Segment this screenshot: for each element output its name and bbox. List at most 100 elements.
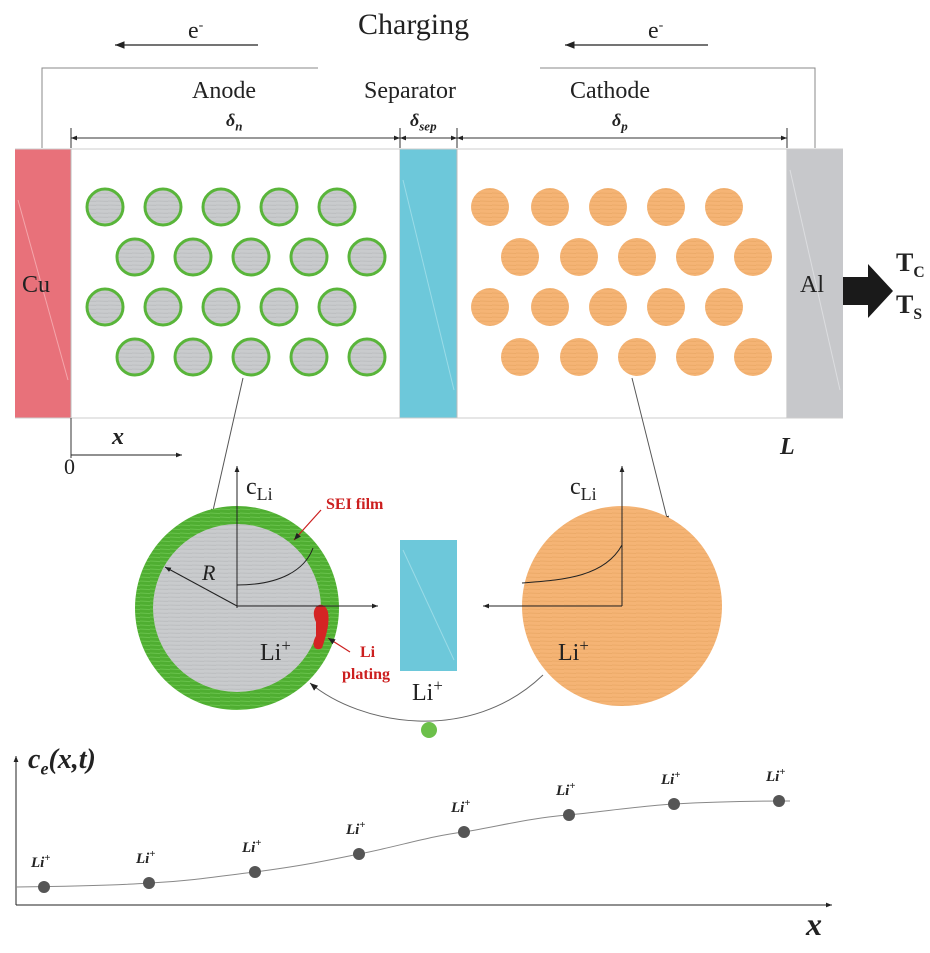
cathode-particle (676, 338, 714, 376)
cathode-label: Cathode (570, 78, 650, 104)
anode-particle (289, 337, 329, 377)
aluminum-collector (787, 149, 843, 418)
anode-thickness-label: δn (226, 110, 243, 134)
profile-ion-dot (353, 848, 365, 860)
profile-ion-label: Li+ (136, 849, 155, 868)
profile-ion-label-main: Li (31, 855, 45, 871)
external-circuit (41, 41, 816, 148)
electron-label-left: e- (188, 18, 204, 44)
profile-ion-label-charge: + (149, 849, 156, 860)
anode-particle (173, 237, 213, 277)
anode-particle (85, 287, 125, 327)
cathode-particle (501, 338, 539, 376)
profile-ion-label: Li+ (556, 781, 575, 800)
anode-particle (347, 237, 387, 277)
anode-ion-label: Li+ (260, 636, 291, 666)
cathode-thickness-label: δp (612, 110, 628, 134)
profile-ion-dot (668, 798, 680, 810)
ion-transport-path (309, 674, 544, 722)
electron-label-right: e- (648, 18, 664, 44)
cathode-zoom-line (631, 377, 669, 523)
anode-particle (317, 187, 357, 227)
copper-collector (15, 149, 71, 418)
profile-ion-label-charge: + (255, 838, 262, 849)
heat-flux-arrow (843, 264, 893, 318)
anode-particle (231, 337, 271, 377)
cathode-particle (618, 338, 656, 376)
profile-ion-label-main: Li (136, 851, 150, 867)
concentration-profile (13, 756, 832, 908)
cathode-particle (705, 288, 743, 326)
anode-particle (347, 337, 387, 377)
profile-ion-label-charge: + (674, 770, 681, 781)
cathode-particle (676, 238, 714, 276)
profile-ion-dot (458, 826, 470, 838)
electron-charge-right: - (658, 18, 664, 33)
anode-particle (115, 337, 155, 377)
anode-particle (201, 287, 241, 327)
anode-label: Anode (192, 78, 256, 104)
cathode-particles (471, 188, 772, 376)
anode-particle (259, 187, 299, 227)
electrolyte-ion-label: Li+ (412, 676, 443, 706)
copper-label: Cu (22, 272, 51, 298)
cathode-particle (705, 188, 743, 226)
aluminum-label: Al (800, 272, 824, 298)
li-plating-label-line1: Li (360, 644, 376, 661)
core-temperature-label: TC (896, 248, 925, 282)
anode-particle (289, 237, 329, 277)
anode-particle (143, 187, 183, 227)
profile-ion-label-main: Li (242, 840, 256, 856)
profile-ylabel: ce(x,t) (28, 744, 96, 779)
cathode-region (456, 148, 788, 419)
profile-ion-dot (249, 866, 261, 878)
cathode-particle (471, 288, 509, 326)
li-plating-label-line2: plating (342, 666, 391, 683)
profile-ion-label-main: Li (346, 822, 360, 838)
cathode-ion-label: Li+ (558, 636, 589, 666)
anode-particle (143, 287, 183, 327)
profile-ion-label-charge: + (44, 853, 51, 864)
cathode-particle (560, 238, 598, 276)
anode-particle (259, 287, 299, 327)
x-axis-label: x (112, 424, 124, 450)
cathode-particle (647, 288, 685, 326)
profile-ion-dot (563, 809, 575, 821)
anode-concentration-label: cLi (246, 474, 273, 504)
cathode-particle (734, 238, 772, 276)
profile-ion-label: Li+ (31, 853, 50, 872)
profile-xlabel: x (806, 906, 822, 942)
x-axis (70, 418, 182, 458)
profile-curve (15, 800, 791, 888)
profile-ion-dot (38, 881, 50, 893)
cathode-particle (647, 188, 685, 226)
profile-ion-label: Li+ (766, 767, 785, 786)
profile-ion-label-main: Li (661, 772, 675, 788)
anode-particle-zoom (135, 466, 378, 710)
cathode-particle (618, 238, 656, 276)
page-title: Charging (358, 8, 470, 41)
anode-particle (231, 237, 271, 277)
profile-ion-label-charge: + (359, 820, 366, 831)
profile-ion-label-main: Li (766, 769, 780, 785)
profile-ion-label: Li+ (242, 838, 261, 857)
profile-ion-label: Li+ (346, 820, 365, 839)
anode-zoom-line (210, 377, 244, 516)
surface-temperature-label: TS (896, 290, 923, 324)
cathode-particle-zoom (483, 466, 722, 706)
cathode-particle (560, 338, 598, 376)
sei-film-label: SEI film (326, 496, 384, 513)
anode-particle (201, 187, 241, 227)
anode-particle (85, 187, 125, 227)
cathode-concentration-label: cLi (570, 474, 597, 504)
length-label: L (780, 434, 795, 460)
cell-body (15, 148, 843, 419)
profile-ion-label-charge: + (464, 798, 471, 809)
cathode-particle (589, 288, 627, 326)
profile-ion-label-main: Li (556, 783, 570, 799)
profile-ion-label: Li+ (661, 770, 680, 789)
profile-ion-label: Li+ (451, 798, 470, 817)
electrolyte-ion (421, 722, 437, 738)
